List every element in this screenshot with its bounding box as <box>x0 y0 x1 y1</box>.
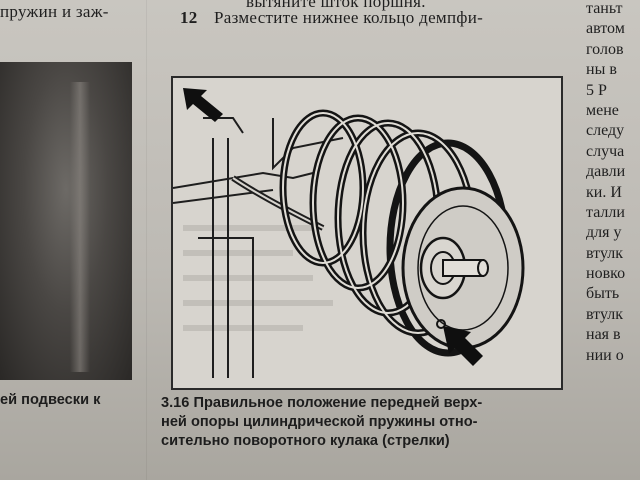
right-col-line: ки. И <box>586 183 622 201</box>
right-column: таньт автом голов ны в 5 Р мене следу сл… <box>586 0 640 367</box>
step-12-text: Разместите нижнее кольцо демпфи- <box>214 8 484 27</box>
figure-caption-line-2: ней опоры цилиндрической пружины отно- <box>161 414 478 430</box>
right-col-line: голов <box>586 40 624 58</box>
step-12-number: 12 <box>180 8 198 27</box>
top-left-text: пружин и заж- <box>0 2 109 21</box>
right-col-line: быть <box>586 285 620 303</box>
right-col-line: талли <box>586 203 625 221</box>
left-photo <box>0 62 132 380</box>
right-col-line: давли <box>586 163 626 181</box>
right-col-line: втулк <box>586 244 623 262</box>
top-middle-text: вытяните шток поршня. <box>246 0 426 11</box>
right-col-line: случа <box>586 142 625 160</box>
right-col-line: новко <box>586 265 626 283</box>
right-col-line: 5 Р <box>586 81 607 99</box>
figure-caption-line-3: сительно поворотного кулака (стрелки) <box>161 433 450 449</box>
spring-drawing <box>173 88 525 378</box>
photo-highlight <box>70 82 90 372</box>
top-left-arrow-icon <box>183 88 223 122</box>
right-col-line: следу <box>586 122 625 140</box>
right-col-line: ная в <box>586 326 621 344</box>
right-col-line: нии о <box>586 346 624 364</box>
column-divider <box>146 0 147 480</box>
right-col-line: ны в <box>586 61 617 79</box>
bottom-right-arrow-icon <box>443 326 483 366</box>
figure-caption-line-1: 3.16 Правильное положение передней верх- <box>161 395 483 411</box>
right-col-line: мене <box>586 101 619 119</box>
figure-caption: 3.16 Правильное положение передней верх-… <box>161 394 591 451</box>
right-col-line: таньт <box>586 0 623 17</box>
right-col-line: втулк <box>586 305 623 323</box>
right-col-line: для у <box>586 224 622 242</box>
left-figure-caption: ей подвески к <box>0 392 101 408</box>
right-col-line: автом <box>586 20 625 38</box>
figure-illustration <box>171 76 563 390</box>
